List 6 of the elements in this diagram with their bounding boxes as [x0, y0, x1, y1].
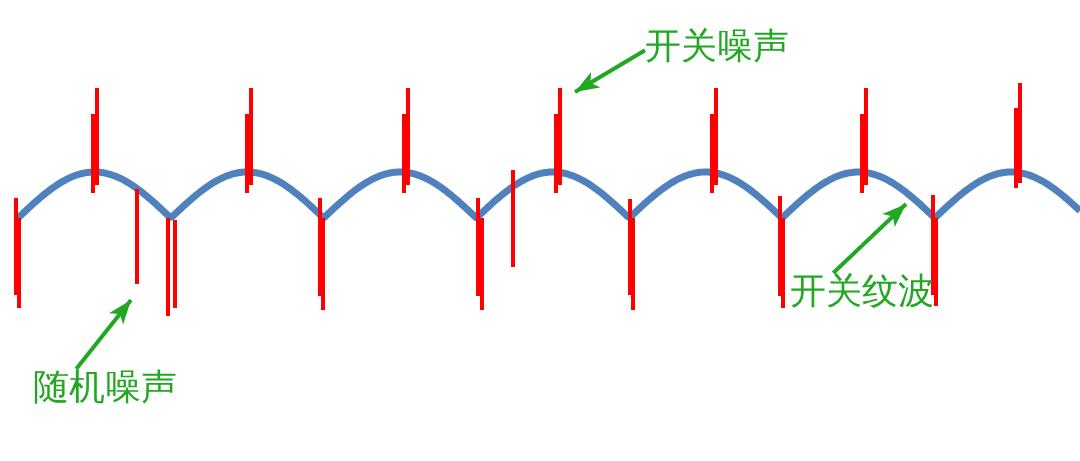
- arrow: [74, 298, 133, 371]
- callout-label: 随机噪声: [33, 369, 177, 405]
- callout-label: 开关噪声: [645, 28, 789, 64]
- callout-label: 开关纹波: [790, 273, 934, 309]
- arrow: [573, 48, 647, 94]
- arrow: [831, 202, 908, 275]
